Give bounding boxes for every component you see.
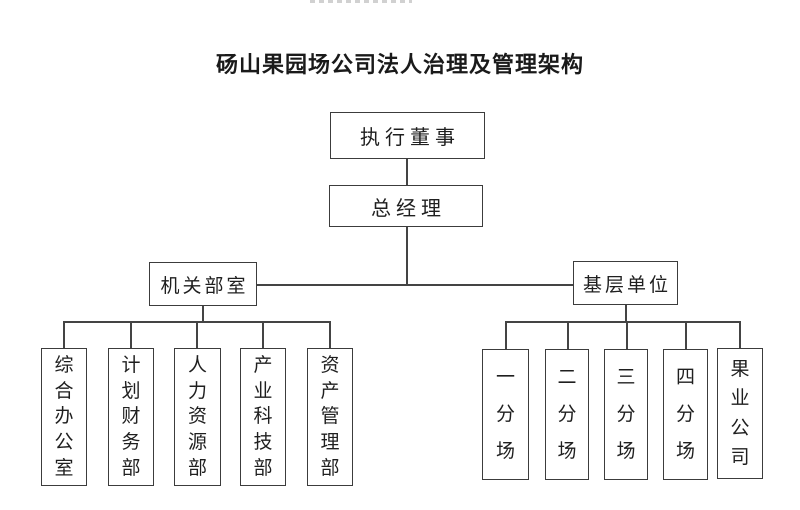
connector-line xyxy=(625,305,627,322)
unit-box-branch-farm-4: 四分场 xyxy=(663,349,708,480)
org-box-grassroots-units: 基层单位 xyxy=(573,261,678,305)
connector-line xyxy=(202,306,204,322)
unit-box-branch-farm-2: 二分场 xyxy=(545,349,589,480)
connector-line xyxy=(262,321,264,348)
dept-box-industry-technology: 产业科技部 xyxy=(240,348,286,486)
cropped-text-remnant xyxy=(310,0,412,3)
unit-box-branch-farm-1: 一分场 xyxy=(482,349,529,480)
unit-box-branch-farm-3: 三分场 xyxy=(604,349,648,480)
connector-line xyxy=(257,284,573,286)
connector-line xyxy=(196,321,198,348)
connector-line xyxy=(505,321,740,323)
unit-box-fruit-company: 果业公司 xyxy=(717,348,763,479)
org-box-executive-director: 执行董事 xyxy=(330,112,485,159)
org-box-general-manager: 总经理 xyxy=(329,185,483,227)
connector-line xyxy=(685,321,687,349)
connector-line xyxy=(406,159,408,185)
connector-line xyxy=(626,321,628,349)
connector-line xyxy=(739,321,741,348)
connector-line xyxy=(63,321,65,348)
connector-line xyxy=(329,321,331,348)
dept-box-human-resources: 人力资源部 xyxy=(174,348,221,486)
dept-box-planning-finance: 计划财务部 xyxy=(108,348,154,486)
connector-line xyxy=(406,227,408,286)
chart-title: 砀山果园场公司法人治理及管理架构 xyxy=(215,52,584,77)
dept-box-general-office: 综合办公室 xyxy=(41,348,87,486)
org-box-admin-departments: 机关部室 xyxy=(149,262,257,306)
connector-line xyxy=(505,321,507,349)
connector-line xyxy=(567,321,569,349)
dept-box-asset-management: 资产管理部 xyxy=(307,348,353,486)
connector-line xyxy=(130,321,132,348)
